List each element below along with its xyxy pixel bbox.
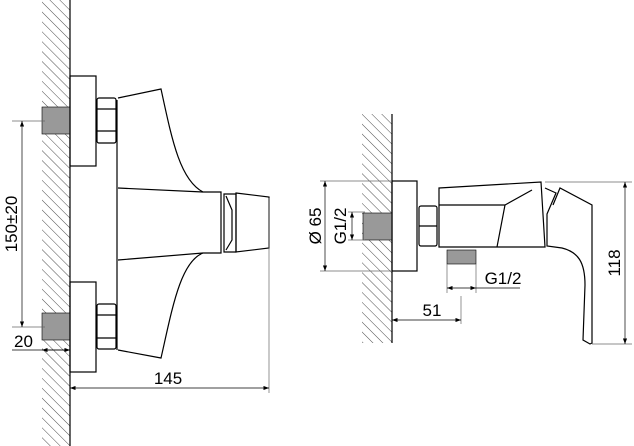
dim-outlet-offset-label: 51	[423, 301, 442, 320]
flange	[391, 180, 418, 272]
outlet-thread	[446, 249, 477, 265]
inlet-thread-bottom	[41, 312, 71, 341]
dim-spacing-label: 150±20	[2, 196, 21, 253]
inlet-thread-top	[41, 106, 71, 135]
inlet-thread	[362, 212, 393, 241]
dim-depth-label: 145	[154, 369, 182, 388]
wall-hatch	[42, 0, 70, 446]
knob	[235, 192, 270, 253]
dim-thread-depth-label: 20	[14, 332, 33, 351]
front-view: 150±20 20 145	[2, 0, 270, 446]
flange-top	[69, 75, 97, 167]
nut	[418, 205, 438, 247]
body-center	[117, 187, 204, 261]
body-facet	[439, 189, 533, 248]
side-view: Ø 65 G1/2 G1/2 51 118	[306, 114, 632, 345]
flange-bottom	[69, 281, 97, 373]
mixer-body	[117, 88, 222, 359]
lever-handle	[544, 187, 593, 345]
mixer-body	[438, 181, 546, 248]
nut-bottom	[96, 303, 117, 350]
dim-inlet-thread-label: G1/2	[331, 208, 350, 245]
dim-outlet-thread-label: G1/2	[485, 269, 522, 288]
dim-flange-diameter-label: Ø 65	[306, 208, 325, 245]
cartridge	[223, 193, 237, 253]
dim-height-label: 118	[605, 249, 624, 276]
nut-top	[96, 97, 117, 144]
